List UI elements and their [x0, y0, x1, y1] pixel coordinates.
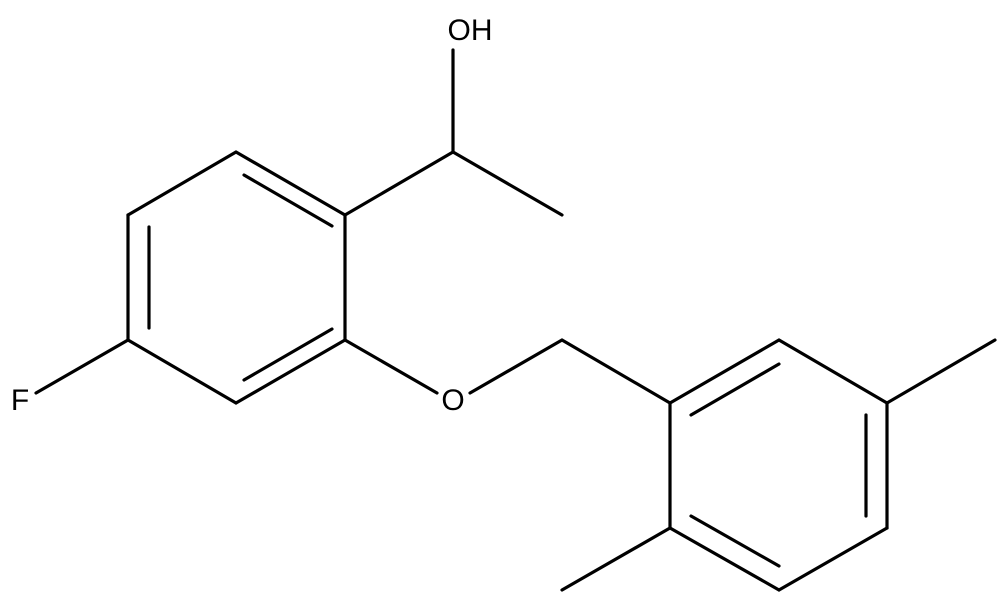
bond-ring2-c5-c6: [668, 526, 781, 592]
bond-ring1-c1-c2-inner: [242, 173, 334, 228]
bond-ring2-c4-c5: [777, 526, 889, 592]
dimethylphenyl-ring: [668, 338, 889, 592]
fluorine-label: F: [11, 384, 29, 417]
bond-ether-oxygen-to-ch2: [468, 338, 564, 395]
bond-ring-to-fluorine: [34, 338, 130, 395]
bond-ring1-c4-c5: [126, 338, 238, 405]
bond-chiral-carbon-to-methyl: [451, 150, 564, 217]
bond-ch2-to-ring2: [560, 338, 672, 405]
fluorophenyl-ring: [126, 150, 347, 405]
bond-ring2-c5-c6-inner: [689, 514, 781, 568]
ether-oxygen-label: O: [441, 384, 464, 417]
bond-ring1-c6-c1: [126, 150, 238, 217]
bond-ring-to-ether-oxygen: [343, 338, 439, 395]
hydroxyethyl-group: [343, 48, 564, 217]
bond-ring1-c3-c4-inner: [242, 327, 334, 382]
bond-ring2-to-methyl-bottom: [560, 526, 672, 592]
bond-ring-to-chiral-carbon: [343, 150, 455, 217]
bond-ring1-c3-c4: [234, 338, 347, 405]
benzyl-ether-linkage: [343, 338, 672, 405]
bond-ring2-c1-c2: [668, 338, 781, 405]
hydroxyl-label: OH: [448, 14, 493, 47]
bond-ring2-c1-c2-inner: [689, 362, 781, 417]
bond-ring2-c2-c3: [777, 338, 889, 405]
bond-ring1-c1-c2: [234, 150, 347, 217]
bond-ring2-to-methyl-top: [885, 338, 997, 405]
